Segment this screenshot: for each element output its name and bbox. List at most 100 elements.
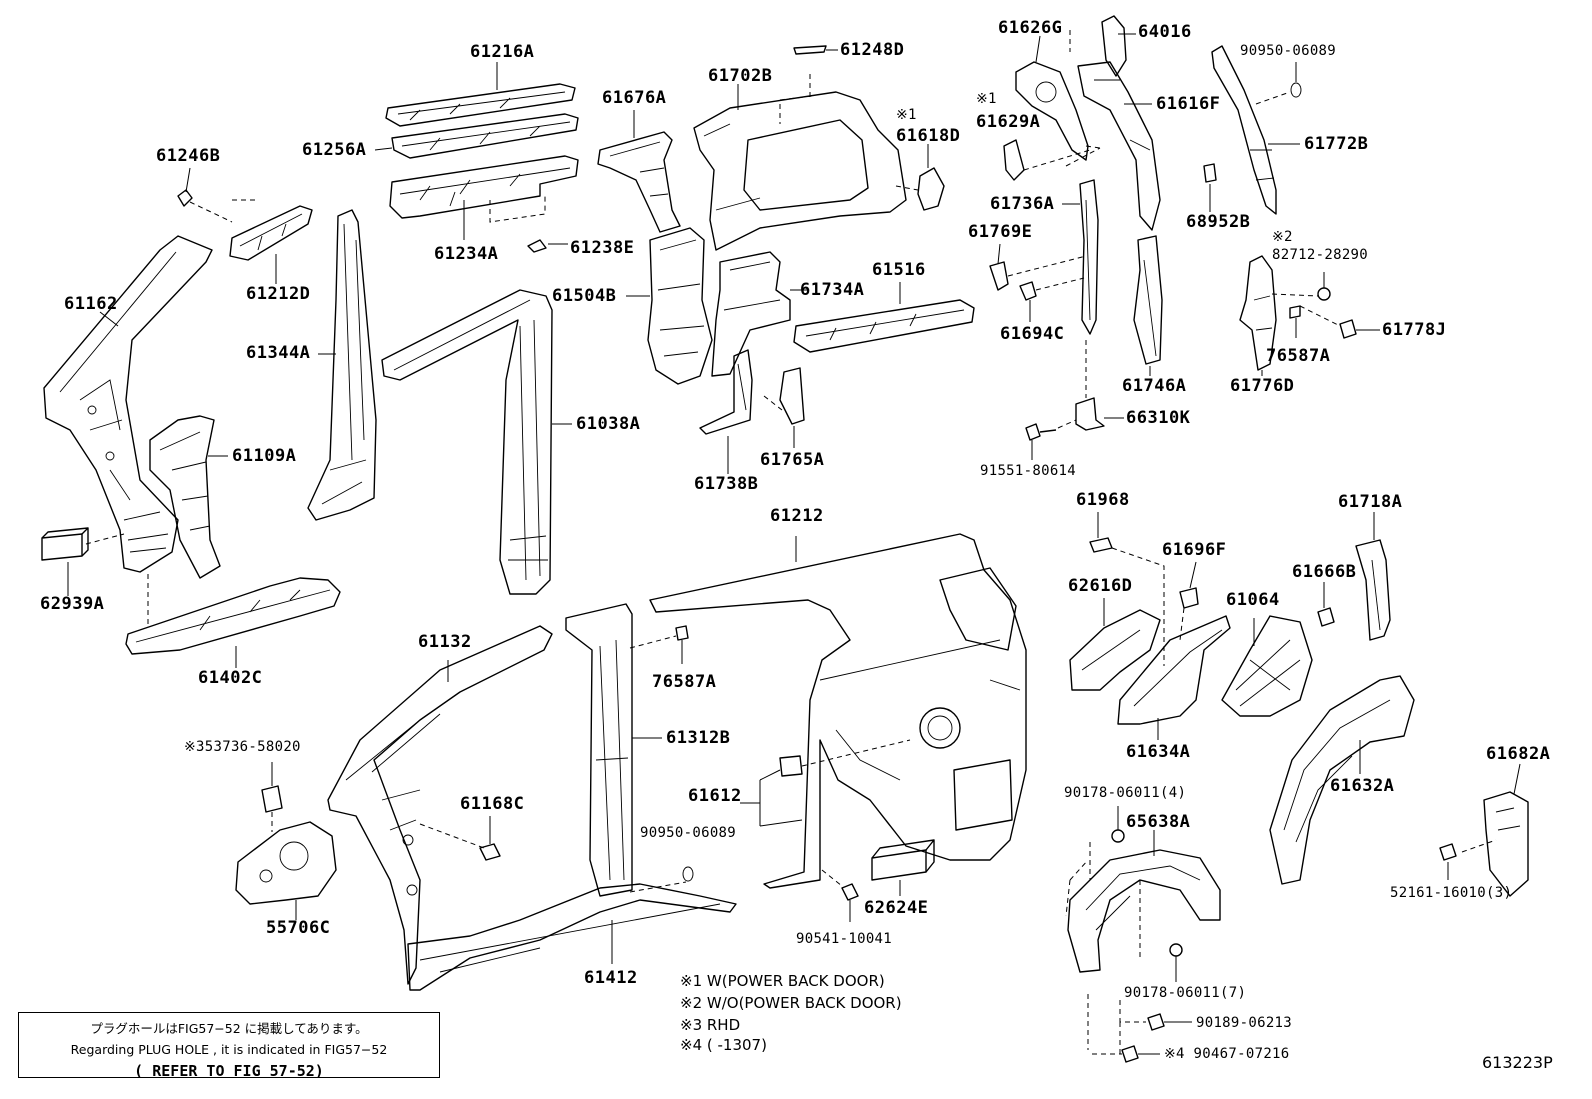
label-61516: 61516 bbox=[872, 260, 926, 280]
label-61246B: 61246B bbox=[156, 146, 221, 166]
label-61632A: 61632A bbox=[1330, 776, 1395, 796]
label-61412: 61412 bbox=[584, 968, 638, 988]
part-61162-drawing bbox=[43, 235, 213, 573]
part-61344A-drawing bbox=[307, 209, 377, 521]
part-76587A-right-drawing bbox=[1289, 305, 1301, 319]
part-61718A-drawing bbox=[1355, 539, 1391, 641]
part-61682A-drawing bbox=[1483, 791, 1529, 897]
footnote-1: ※1 W(POWER BACK DOOR) bbox=[680, 972, 885, 990]
label-61696F: 61696F bbox=[1162, 540, 1227, 560]
part-62939A-drawing bbox=[41, 527, 89, 561]
label-82712-note: ※2 bbox=[1272, 229, 1293, 245]
label-61038A: 61038A bbox=[576, 414, 641, 434]
part-61765A-drawing bbox=[779, 367, 805, 425]
part-61312B-drawing bbox=[565, 603, 633, 897]
label-61772B: 61772B bbox=[1304, 134, 1369, 154]
part-61618D-drawing bbox=[917, 167, 945, 211]
label-61618D: 61618D bbox=[896, 126, 961, 146]
part-61132-drawing bbox=[327, 625, 553, 985]
label-55706C: 55706C bbox=[266, 918, 331, 938]
label-61402C: 61402C bbox=[198, 668, 263, 688]
part-61626G-drawing bbox=[1015, 61, 1089, 161]
footnote-2: ※2 W/O(POWER BACK DOOR) bbox=[680, 994, 902, 1012]
part-61504B-drawing bbox=[647, 227, 713, 385]
label-61682A: 61682A bbox=[1486, 744, 1551, 764]
part-91551-drawing bbox=[1025, 423, 1057, 441]
plug-hole-drawing bbox=[1290, 82, 1302, 98]
part-66310K-drawing bbox=[1075, 397, 1105, 431]
label-90950-06089-lower: 90950-06089 bbox=[640, 825, 737, 841]
part-61776D-drawing bbox=[1239, 255, 1277, 371]
part-61402C-drawing bbox=[125, 577, 341, 655]
plug-hole-lower-drawing bbox=[682, 866, 694, 882]
part-61234A-drawing bbox=[389, 155, 579, 219]
figure-code: 613223P bbox=[1482, 1053, 1553, 1072]
label-61765A: 61765A bbox=[760, 450, 825, 470]
plug-hole-reference-box: プラグホールはFIG57−52 に掲載してあります。 Regarding PLU… bbox=[18, 1012, 440, 1080]
label-91551-80614: 91551-80614 bbox=[980, 463, 1077, 479]
part-61064-drawing bbox=[1221, 615, 1313, 717]
part-61778J-drawing bbox=[1339, 319, 1357, 339]
label-61694C: 61694C bbox=[1000, 324, 1065, 344]
label-61626G: 61626G bbox=[998, 18, 1063, 38]
part-61516-drawing bbox=[793, 299, 975, 353]
part-61256A-drawing bbox=[391, 113, 579, 159]
label-76587A: 76587A bbox=[652, 672, 717, 692]
label-62624E: 62624E bbox=[864, 898, 929, 918]
label-90950-06089-top: 90950-06089 bbox=[1240, 43, 1337, 59]
part-90541-drawing bbox=[841, 883, 859, 901]
label-90178-06011-4: 90178-06011(4) bbox=[1064, 785, 1187, 801]
part-52161-drawing bbox=[1439, 843, 1457, 861]
label-61746A: 61746A bbox=[1122, 376, 1187, 396]
part-90178-top-drawing bbox=[1111, 829, 1125, 843]
label-61212D: 61212D bbox=[246, 284, 311, 304]
part-61694C-drawing bbox=[1019, 281, 1037, 301]
part-65638A-drawing bbox=[1067, 849, 1221, 973]
part-76587A-drawing bbox=[675, 625, 689, 641]
reference-figure-link: ( REFER TO FIG 57-52) bbox=[134, 1062, 324, 1080]
label-61629A-note: ※1 bbox=[976, 91, 997, 107]
label-61504B: 61504B bbox=[552, 286, 617, 306]
part-353736-drawing bbox=[261, 785, 283, 813]
part-90189-drawing bbox=[1147, 1013, 1165, 1031]
part-61109A-drawing bbox=[149, 415, 221, 579]
part-61629A-drawing bbox=[1003, 139, 1025, 181]
part-61412-drawing bbox=[407, 883, 737, 991]
label-61238E: 61238E bbox=[570, 238, 635, 258]
label-61738B: 61738B bbox=[694, 474, 759, 494]
label-61234A: 61234A bbox=[434, 244, 499, 264]
label-61776D: 61776D bbox=[1230, 376, 1295, 396]
part-90467-drawing bbox=[1121, 1045, 1139, 1063]
label-65638A: 65638A bbox=[1126, 812, 1191, 832]
footnote-4: ※4 ( -1307) bbox=[680, 1036, 767, 1054]
label-61212: 61212 bbox=[770, 506, 824, 526]
part-55706C-drawing bbox=[235, 821, 337, 905]
part-61676A-drawing bbox=[597, 131, 681, 233]
label-61132: 61132 bbox=[418, 632, 472, 652]
part-61666B-drawing bbox=[1317, 607, 1335, 627]
part-61168C-drawing bbox=[479, 843, 501, 861]
label-90541-10041: 90541-10041 bbox=[796, 931, 893, 947]
label-61344A: 61344A bbox=[246, 343, 311, 363]
label-61769E: 61769E bbox=[968, 222, 1033, 242]
part-61238E-drawing bbox=[527, 239, 547, 253]
part-61634A-drawing bbox=[1117, 615, 1231, 725]
label-61666B: 61666B bbox=[1292, 562, 1357, 582]
label-66310K: 66310K bbox=[1126, 408, 1191, 428]
label-61216A: 61216A bbox=[470, 42, 535, 62]
label-52161-16010: 52161-16010(3) bbox=[1390, 885, 1513, 901]
part-61616F-drawing bbox=[1077, 61, 1161, 231]
part-61212D-drawing bbox=[229, 205, 313, 261]
label-61634A: 61634A bbox=[1126, 742, 1191, 762]
part-90178-bottom-drawing bbox=[1169, 943, 1183, 957]
label-61312B: 61312B bbox=[666, 728, 731, 748]
part-61612-drawing bbox=[779, 755, 803, 777]
part-61734A-drawing bbox=[711, 251, 791, 377]
label-62939A: 62939A bbox=[40, 594, 105, 614]
label-62616D: 62616D bbox=[1068, 576, 1133, 596]
label-76587A-right: 76587A bbox=[1266, 346, 1331, 366]
part-82712-drawing bbox=[1317, 287, 1331, 301]
label-82712-28290: 82712-28290 bbox=[1272, 247, 1369, 263]
label-90178-06011-7: 90178-06011(7) bbox=[1124, 985, 1247, 1001]
